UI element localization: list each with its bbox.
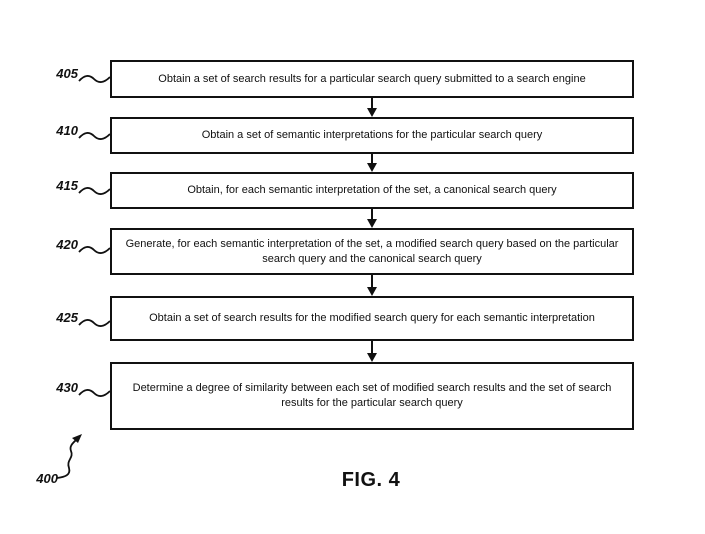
figure-reference-label: 400 xyxy=(36,471,58,486)
figure-caption: FIG. 4 xyxy=(341,469,401,491)
tilde-connector-420 xyxy=(78,246,111,254)
tilde-connector-405 xyxy=(78,75,111,83)
step-text-420: Generate, for each semantic interpretati… xyxy=(125,237,619,265)
step-box-405: Obtain a set of search results for a par… xyxy=(110,60,634,98)
tilde-connector-425 xyxy=(78,319,111,327)
step-text-405: Obtain a set of search results for a par… xyxy=(158,72,586,85)
step-text-430: Determine a degree of similarity between… xyxy=(132,382,612,409)
step-box-420: Generate, for each semantic interpretati… xyxy=(110,228,634,275)
flow-arrow-down-4 xyxy=(367,275,377,296)
figure-reference-arrow xyxy=(56,434,82,479)
step-text-415: Obtain, for each semantic interpretation… xyxy=(187,184,557,196)
step-ref-430: 430 xyxy=(56,380,78,395)
step-ref-415: 415 xyxy=(56,178,78,193)
tilde-connector-415 xyxy=(78,187,111,195)
tilde-connector-410 xyxy=(78,132,111,140)
flow-arrow-down-2 xyxy=(367,154,377,172)
step-text-425: Obtain a set of search results for the m… xyxy=(149,312,595,324)
step-text-410: Obtain a set of semantic interpretations… xyxy=(201,129,543,141)
step-ref-405: 405 xyxy=(56,66,78,81)
flow-arrow-down-3 xyxy=(367,209,377,228)
step-box-410: Obtain a set of semantic interpretations… xyxy=(110,117,634,154)
flow-arrow-down-5 xyxy=(367,341,377,362)
step-box-425: Obtain a set of search results for the m… xyxy=(110,296,634,341)
step-box-415: Obtain, for each semantic interpretation… xyxy=(110,172,634,209)
flow-arrow-down-1 xyxy=(367,98,377,117)
step-ref-420: 420 xyxy=(56,237,78,252)
tilde-connector-430 xyxy=(78,389,111,397)
step-ref-425: 425 xyxy=(56,310,78,325)
step-box-430: Determine a degree of similarity between… xyxy=(110,362,634,430)
step-ref-410: 410 xyxy=(56,123,78,138)
